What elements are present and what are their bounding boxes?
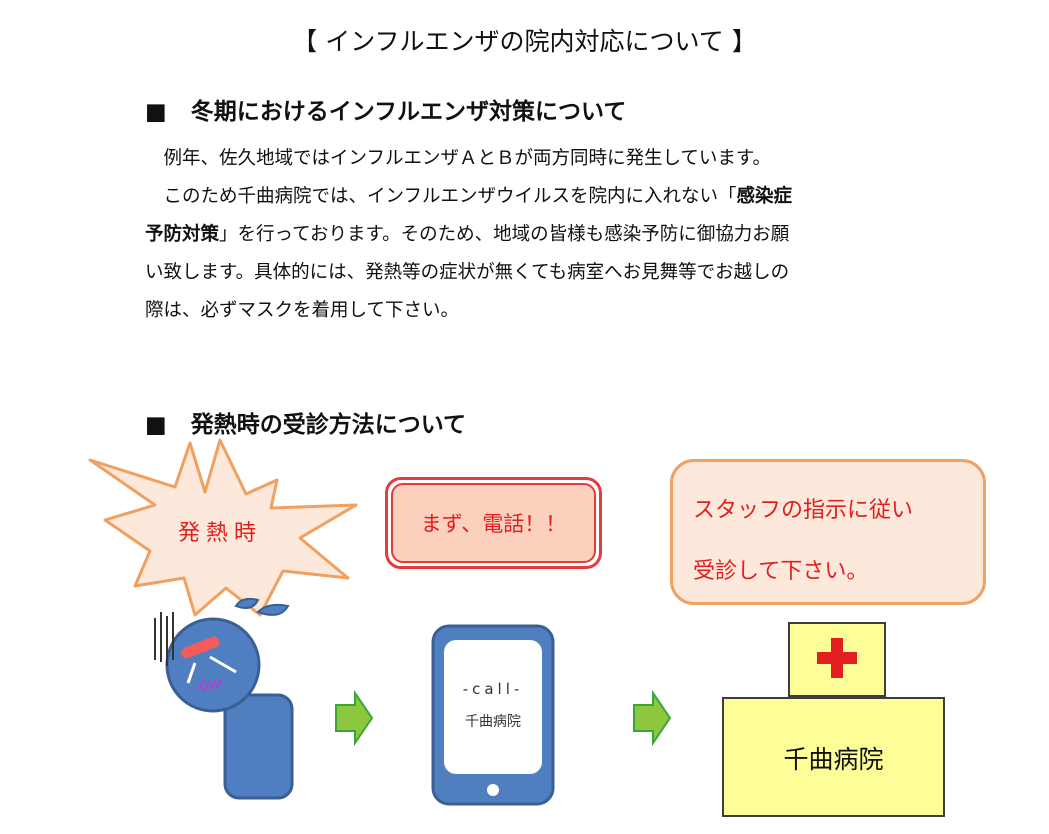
section-heading-fever: ■ 発熱時の受診方法について: [145, 405, 466, 439]
emphasis-text: 感染症: [736, 186, 792, 207]
page-title: 【 インフルエンザの院内対応について 】: [292, 27, 757, 56]
sick-person-icon: [154, 612, 294, 800]
staff-instruction-line1: スタッフの指示に従い: [693, 498, 914, 523]
starburst-icon: [88, 438, 358, 617]
arrow-right-icon: [335, 689, 374, 747]
body-line: このため千曲病院では、インフルエンザウイルスを院内に入れない「感染症: [145, 178, 925, 216]
smartphone-icon: [431, 624, 555, 806]
fever-label: 発熱時: [177, 521, 262, 546]
body-line: い致します。具体的には、発熱等の症状が無くても病室へお見舞等でお越しの: [145, 262, 790, 283]
phone-call-text: -call-: [462, 680, 524, 698]
arrow-right-icon: [633, 689, 672, 747]
section-heading-text: 発熱時の受診方法について: [190, 412, 467, 438]
section-heading-text: 冬期におけるインフルエンザ対策について: [190, 99, 627, 125]
hospital-name: 千曲病院: [783, 745, 884, 774]
body-line: 例年、佐久地域ではインフルエンザＡとＢが両方同時に発生しています。: [145, 148, 772, 169]
call-first-callout: まず、電話！！: [385, 477, 602, 569]
hospital-building-icon: [722, 697, 945, 817]
sweat-drop-icon: [234, 597, 290, 616]
section-heading-winter: ■ 冬期におけるインフルエンザ対策について: [145, 92, 626, 126]
emphasis-text: 予防対策: [145, 224, 220, 245]
staff-instruction-line2: 受診して下さい。: [693, 559, 869, 584]
body-line: 予防対策」を行っております。そのため、地域の皆様も感染予防に御協力お願: [145, 216, 925, 254]
body-text: 例年、佐久地域ではインフルエンザＡとＢが両方同時に発生しています。 このため千曲…: [145, 140, 925, 330]
staff-instruction-callout: スタッフの指示に従い 受診して下さい。: [670, 459, 986, 605]
body-text-span: このため千曲病院では、インフルエンザウイルスを院内に入れない「: [145, 186, 737, 207]
square-bullet-icon: ■: [145, 412, 167, 438]
phone-hospital-text: 千曲病院: [465, 714, 521, 730]
square-bullet-icon: ■: [145, 99, 167, 125]
call-first-text: まず、電話！！: [391, 483, 596, 563]
body-text-span: 」を行っております。そのため、地域の皆様も感染予防に御協力お願: [219, 224, 790, 245]
body-line: 際は、必ずマスクを着用して下さい。: [145, 300, 459, 321]
